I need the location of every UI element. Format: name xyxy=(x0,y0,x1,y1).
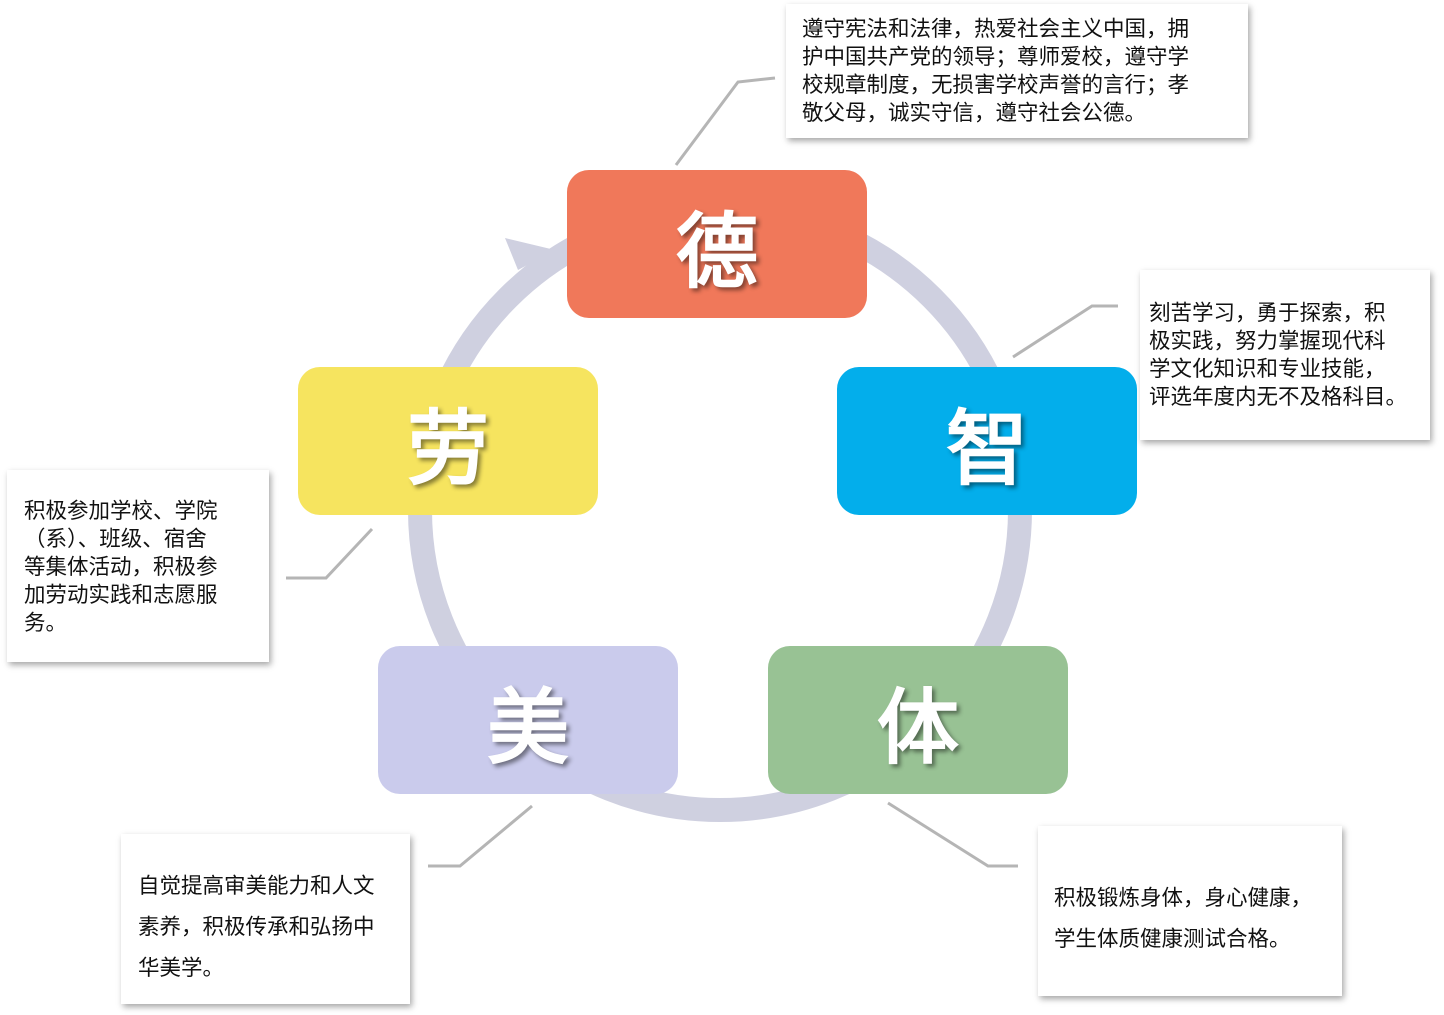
callout-mei-line: 素养，积极传承和弘扬中 xyxy=(138,915,375,940)
callout-zhi-line: 评选年度内无不及格科目。 xyxy=(1149,385,1408,410)
callout-zhi-line: 刻苦学习，勇于探索，积 xyxy=(1149,301,1386,326)
connector-de xyxy=(674,76,776,166)
connector-zhi xyxy=(1012,304,1118,359)
callout-mei-line: 华美学。 xyxy=(138,956,225,981)
callout-de: 遵守宪法和法律，热爱社会主义中国，拥 护中国共产党的领导；尊师爱校，遵守学 校规… xyxy=(786,4,1248,138)
callout-zhi-line: 极实践，努力掌握现代科 xyxy=(1149,329,1386,354)
connector-lines xyxy=(286,76,1118,868)
callout-mei: 自觉提高审美能力和人文 素养，积极传承和弘扬中 华美学。 xyxy=(121,834,410,1004)
callout-lao: 积极参加学校、学院 （系）、班级、宿舍 等集体活动，积极参 加劳动实践和志愿服 … xyxy=(7,470,269,662)
callout-ti: 积极锻炼身体，身心健康， 学生体质健康测试合格。 xyxy=(1038,826,1342,996)
callout-zhi-line: 学文化知识和专业技能， xyxy=(1149,357,1386,382)
callout-lao-line: 等集体活动，积极参 xyxy=(24,555,218,580)
callout-mei-line: 自觉提高审美能力和人文 xyxy=(138,874,375,899)
node-zhi: 智 xyxy=(837,367,1137,515)
callout-de-line: 护中国共产党的领导；尊师爱校，遵守学 xyxy=(802,45,1190,70)
node-de: 德 xyxy=(567,170,867,318)
callout-de-line: 校规章制度，无损害学校声誉的言行；孝 xyxy=(802,73,1190,98)
callout-lao-line: 加劳动实践和志愿服 xyxy=(24,583,218,608)
connector-lao xyxy=(286,527,374,580)
connector-ti xyxy=(887,801,1018,868)
callout-ti-line: 积极锻炼身体，身心健康， xyxy=(1054,886,1313,911)
callout-lao-line: 务。 xyxy=(24,611,68,636)
connector-mei xyxy=(428,804,533,868)
node-lao: 劳 xyxy=(298,367,598,515)
callout-ti-line: 学生体质健康测试合格。 xyxy=(1054,927,1291,952)
callout-de-line: 遵守宪法和法律，热爱社会主义中国，拥 xyxy=(802,17,1190,42)
node-ti: 体 xyxy=(768,646,1068,794)
cycle-arrowhead xyxy=(505,238,555,270)
callout-zhi: 刻苦学习，勇于探索，积 极实践，努力掌握现代科 学文化知识和专业技能， 评选年度… xyxy=(1140,270,1430,440)
callout-lao-line: 积极参加学校、学院 xyxy=(24,499,218,524)
node-mei: 美 xyxy=(378,646,678,794)
callout-de-line: 敬父母，诚实守信，遵守社会公德。 xyxy=(802,101,1147,126)
callout-lao-line: （系）、班级、宿舍 xyxy=(24,527,207,552)
